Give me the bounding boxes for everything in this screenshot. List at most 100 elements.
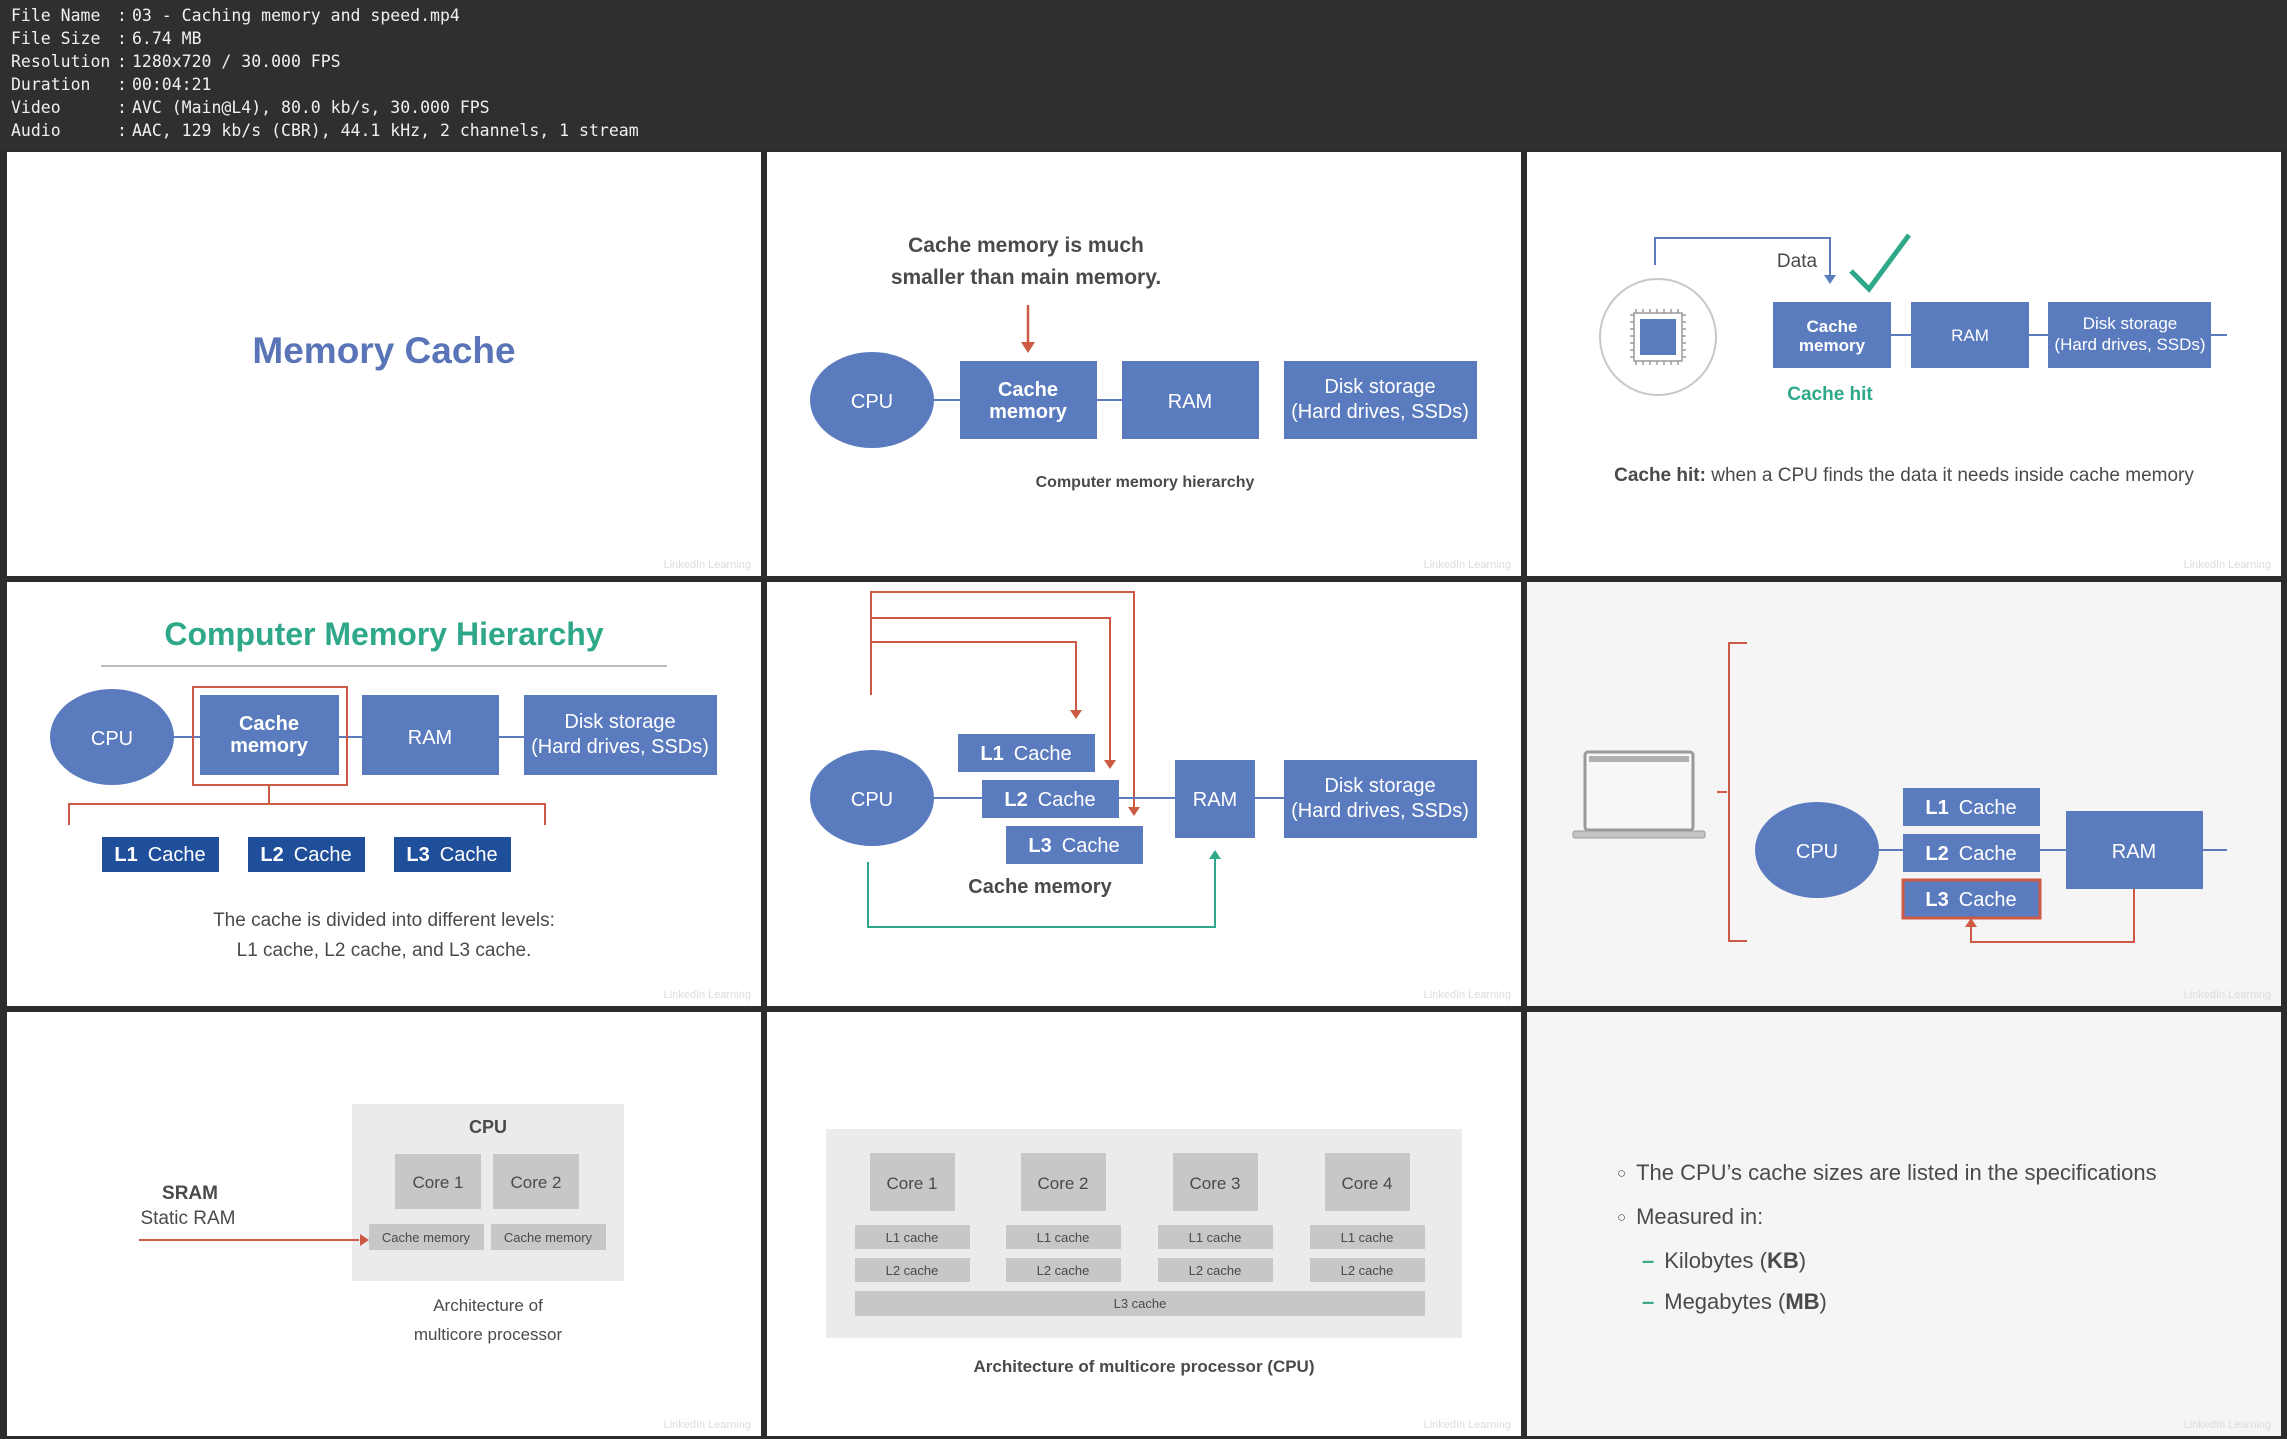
file-info-header: File Name: 03 - Caching memory and speed… <box>0 0 2287 150</box>
disk-box <box>2048 302 2211 368</box>
thumbnail-3[interactable]: Data Cache memory RAM Disk storage (Hard… <box>1527 152 2281 576</box>
file-info-value: 1280x720 / 30.000 FPS <box>132 52 341 71</box>
file-info-value: 00:04:21 <box>132 75 212 94</box>
cache-label: memory <box>1799 336 1866 355</box>
data-label: Data <box>1777 251 1818 272</box>
file-info-row: Video: AVC (Main@L4), 80.0 kb/s, 30.000 … <box>11 98 490 117</box>
cache-memory-label: Cache memory <box>968 876 1112 898</box>
l3-cache-label: L3 cache <box>1114 1296 1167 1311</box>
arrow-head <box>1070 710 1082 719</box>
hit-desc-bold: Cache hit: <box>1614 465 1706 486</box>
sram-diagram: CPU Core 1 Core 2 Cache memory Cache mem… <box>139 1104 624 1344</box>
file-info-row: File Name: 03 - Caching memory and speed… <box>11 6 460 25</box>
sram-label: SRAM <box>162 1183 218 1204</box>
note-text: smaller than main memory. <box>891 266 1161 289</box>
path-l1 <box>870 641 1077 715</box>
l3-cache-box <box>394 837 511 872</box>
thumbnail-2[interactable]: Cache memory is much smaller than main m… <box>767 152 1521 576</box>
cache-memory-label: Cache memory <box>382 1230 471 1245</box>
caption: multicore processor <box>414 1325 563 1344</box>
thumbnail-4[interactable]: Computer Memory Hierarchy CPU Cache memo… <box>7 582 761 1006</box>
disk-label: (Hard drives, SSDs) <box>531 736 709 758</box>
file-info-value: AVC (Main@L4), 80.0 kb/s, 30.000 FPS <box>132 98 490 117</box>
l2-cache-label: L2 cache <box>1037 1263 1090 1278</box>
cache-label: memory <box>989 401 1068 423</box>
hierarchy-diagram: Cache memory is much smaller than main m… <box>810 234 1477 491</box>
cache-label: Cache <box>239 713 299 735</box>
ram-box <box>1122 361 1259 439</box>
thumbnail-1[interactable]: Memory Cache LinkedIn Learning <box>7 152 761 576</box>
disk-box <box>524 695 717 775</box>
sub-bullet-text: ) <box>1819 1289 1827 1314</box>
l2-cache-box <box>1006 1258 1121 1282</box>
file-info-value: AAC, 129 kb/s (CBR), 44.1 kHz, 2 channel… <box>132 121 639 140</box>
cpu-node <box>50 689 174 785</box>
ram-box <box>2066 811 2203 889</box>
watermark: LinkedIn Learning <box>663 989 751 1001</box>
watermark: LinkedIn Learning <box>1423 989 1511 1001</box>
caption: Architecture of <box>433 1296 543 1315</box>
disk-label: (Hard drives, SSDs) <box>2054 335 2205 354</box>
arrow-head <box>360 1234 369 1246</box>
core-label: Core 4 <box>1341 1174 1392 1193</box>
l1-cache-box <box>958 734 1095 772</box>
disk-label: Disk storage <box>1324 775 1435 797</box>
disk-label: Disk storage <box>2083 314 2177 333</box>
cpu-node <box>1755 802 1879 898</box>
l1-cache-box <box>1310 1225 1425 1249</box>
file-info-key: File Size <box>11 29 101 48</box>
cache-label: Cache <box>998 379 1058 401</box>
cpu-label: CPU <box>851 391 893 413</box>
core-box <box>1325 1153 1410 1211</box>
laptop-titlebar <box>1589 756 1689 762</box>
check-icon <box>1849 233 1912 293</box>
hit-description: Cache hit: when a CPU finds the data it … <box>1614 465 2194 486</box>
l2-cache-label: L2 cache <box>1341 1263 1394 1278</box>
multicore-diagram: Core 1 L1 cache L2 cache Core 2 L1 cache… <box>826 1129 1462 1376</box>
sub-bullet-text: Megabytes ( <box>1664 1289 1786 1314</box>
ram-box <box>362 695 499 775</box>
cpu-label: CPU <box>1796 841 1838 863</box>
cpu-node <box>810 750 934 846</box>
ram-box <box>1911 302 2029 368</box>
disk-label: Disk storage <box>564 711 675 733</box>
cache-box <box>1773 302 1891 368</box>
disk-label: (Hard drives, SSDs) <box>1291 800 1469 822</box>
thumbnail-9[interactable]: The CPU’s cache sizes are listed in the … <box>1527 1012 2281 1436</box>
l3-cache-box <box>855 1291 1425 1316</box>
static-ram-label: Static RAM <box>140 1208 235 1229</box>
arrow-head <box>1021 342 1035 353</box>
disk-box <box>1284 760 1477 838</box>
path-l3 <box>870 591 1135 812</box>
core-label: Core 1 <box>886 1174 937 1193</box>
ram-label: RAM <box>1168 391 1212 413</box>
cache-memory-label: Cache memory <box>504 1230 593 1245</box>
level-bracket <box>68 803 546 825</box>
bullet-item: Measured in: <box>1617 1196 2157 1240</box>
cache-label: Cache <box>1806 317 1857 336</box>
thumbnail-7[interactable]: CPU Core 1 Core 2 Cache memory Cache mem… <box>7 1012 761 1436</box>
file-info-value: 6.74 MB <box>132 29 202 48</box>
thumbnail-8[interactable]: Core 1 L1 cache L2 cache Core 2 L1 cache… <box>767 1012 1521 1436</box>
levels-diagram: CPU Cache memory RAM Disk storage (Hard … <box>50 665 717 961</box>
cache-memory-box <box>369 1224 484 1250</box>
l1-cache-box <box>1903 788 2040 826</box>
core-box <box>1173 1153 1258 1211</box>
caption: Computer memory hierarchy <box>1036 474 1255 491</box>
note-text: Cache memory is much <box>908 234 1144 257</box>
arrow-head <box>1209 850 1221 859</box>
sub-bullet-item: Megabytes (MB) <box>1617 1281 2157 1322</box>
l1-cache-box <box>855 1225 970 1249</box>
bullet-list: The CPU’s cache sizes are listed in the … <box>1617 1152 2157 1322</box>
disk-label: (Hard drives, SSDs) <box>1291 401 1469 423</box>
l2-cache-box <box>1158 1258 1273 1282</box>
cache-box <box>960 361 1097 439</box>
disk-label: Disk storage <box>1324 376 1435 398</box>
path-ram <box>867 855 1216 928</box>
